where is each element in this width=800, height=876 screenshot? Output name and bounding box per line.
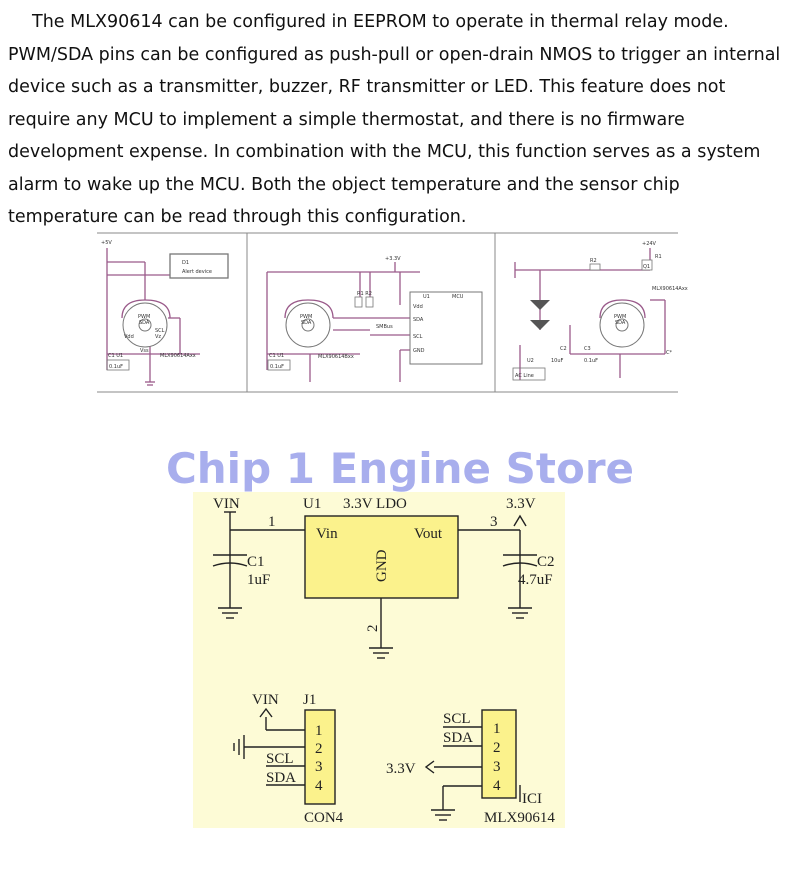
j1-scl: SCL [266,751,294,767]
j1-sda: SDA [266,770,296,786]
p3-ac: AC Line [515,373,534,379]
ldo-pin2: 2 [365,625,381,633]
p3-c3-val: 0.1uF [584,358,598,364]
p2-smbus: SMBus [376,324,393,330]
ic1-sensor [424,726,521,821]
ic1-pin3: 3 [493,759,501,775]
ldo-u1: U1 [303,496,321,512]
p1-vdd: Vdd [124,334,134,340]
p1-sda: SDA [139,320,150,326]
j1-pin2: 2 [315,741,323,757]
p3-q1: Q1 [643,264,650,270]
ic1-scl: SCL [443,711,471,727]
p1-scl: SCL [155,328,165,334]
j1-body [304,709,336,805]
ldo-c1: C1 [247,554,265,570]
j1-pin4: 4 [315,778,323,794]
intro-paragraph: The MLX90614 can be configured in EEPROM… [8,12,781,227]
p1-c1: C1 U1 [108,353,123,359]
circuit-panel-thermal-relay: +5V D1 Alert device C1 U1 0.1uF MLX90614… [101,240,229,386]
j1-vin-label: VIN [252,692,279,708]
p3-r2: R2 [590,258,597,264]
application-circuits: +5V D1 Alert device C1 U1 0.1uF MLX90614… [97,232,688,393]
watermark: Chip 1 Engine Store [165,444,635,493]
p2-u1: U1 [423,294,430,300]
ldo-vin-label: VIN [213,496,240,512]
p1-vss: Vss [140,348,149,354]
p2-c1-val: 0.1uF [270,364,284,370]
ic1-pin1: 1 [493,721,501,737]
ic1-part: MLX90614 [484,810,555,826]
p3-c2-val: 10uF [551,358,564,364]
p2-supply: +3.3V [385,256,401,262]
p3-u2: U2 [527,358,534,364]
p1-pwm: PWM [138,314,150,320]
p3-r1: R1 [655,254,662,260]
p1-vz: Vz [155,334,161,340]
p2-r1r2: R1 R2 [357,291,372,297]
p1-c1-val: 0.1uF [109,364,123,370]
j1-name: J1 [303,692,316,708]
ldo-u1-name: 3.3V LDO [343,496,407,512]
j1-part: CON4 [304,810,344,826]
p3-chip: MLX90614Axx [652,286,688,292]
ldo-c2-val: 4.7uF [518,572,553,588]
p2-sda-pin: SDA [301,320,312,326]
j1-pin1: 1 [315,723,323,739]
ldo-pin1: 1 [268,514,276,530]
p2-pwm: PWM [300,314,312,320]
ic1-v33: 3.3V [386,761,416,777]
circuit-panel-smbus: +3.3V R1 R2 U1 MCU Vdd SDA SCL GND SMBus… [266,256,483,382]
ldo-chip [304,515,459,599]
p1-d1: D1 [182,260,189,266]
ldo-gnd-pin: GND [374,549,390,582]
j1-connector [233,707,305,786]
ic1-pin4: 4 [493,778,501,794]
circuit-panel-ac-line: +24V R2 R1 Q1 MLX90614Axx C2 10uF C3 0.1… [512,241,688,381]
ldo-out-label: 3.3V [506,496,536,512]
ldo-c1-val: 1uF [247,572,270,588]
p1-supply: +5V [101,240,112,246]
ldo-vin-pin: Vin [316,526,338,542]
j1-pin3: 3 [315,759,323,775]
p3-supply: +24V [642,241,657,247]
p3-cstar: C* [666,350,672,356]
ic1-name: ICI [522,791,542,807]
ldo-pin3: 3 [490,514,498,530]
p2-gnd: GND [413,348,425,354]
p2-vdd: Vdd [413,304,423,310]
ldo-section [212,511,538,659]
p2-scl: SCL [413,334,423,340]
p2-mcu: MCU [452,294,464,300]
ldo-vout-pin: Vout [414,526,443,542]
p3-c2: C2 [560,346,567,352]
p2-c1: C1 U1 [269,353,284,359]
ic1-sda: SDA [443,730,473,746]
p2-chip: MLX90614Bxx [318,354,354,360]
p3-pwm: PWM [614,314,626,320]
ic1-pin2: 2 [493,740,501,756]
ic1-body [481,709,517,799]
ldo-c2: C2 [537,554,555,570]
p2-sda: SDA [413,317,424,323]
p1-chip: MLX90614Axx [160,353,196,359]
p3-c3: C3 [584,346,591,352]
p3-sda: SDA [615,320,626,326]
p1-alert: Alert device [182,269,212,275]
